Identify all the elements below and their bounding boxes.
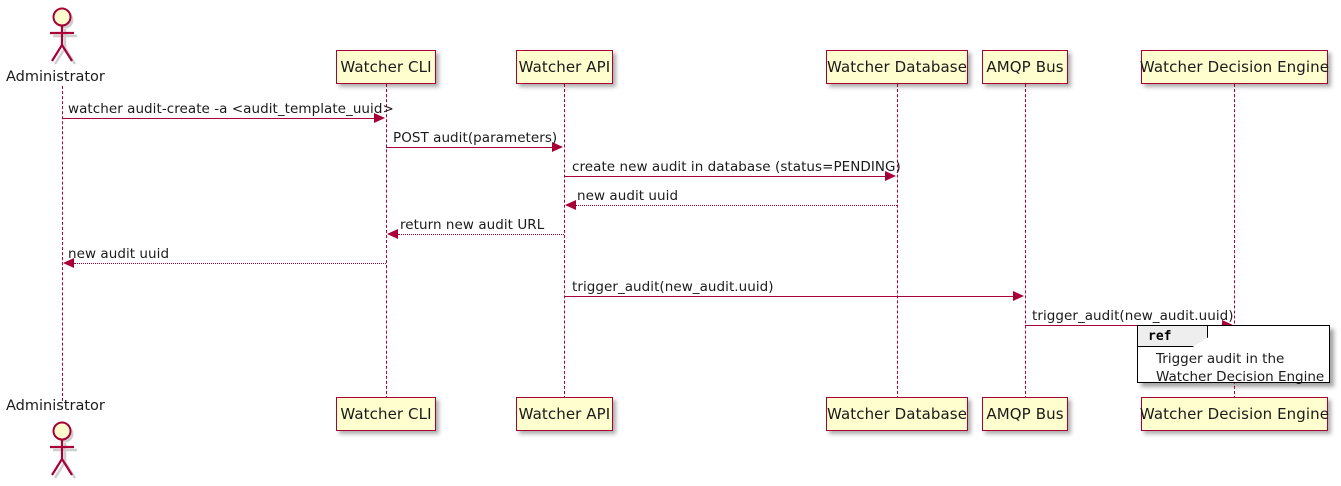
message-arrowhead-6 xyxy=(63,258,74,268)
participant-watcher-database-top[interactable]: Watcher Database xyxy=(826,50,968,84)
message-label-6: new audit uuid xyxy=(68,246,170,262)
message-arrowhead-1 xyxy=(374,113,385,123)
ref-fragment-text-line-1: Trigger audit in the xyxy=(1156,351,1285,367)
lifeline-amqp-bus xyxy=(1025,84,1026,399)
message-label-1: watcher audit-create -a <audit_template_… xyxy=(68,101,394,117)
message-label-4: new audit uuid xyxy=(577,188,679,204)
participant-watcher-api-bottom[interactable]: Watcher API xyxy=(516,397,613,431)
participant-amqp-bus-top[interactable]: AMQP Bus xyxy=(982,50,1068,84)
actor-label-administrator-bottom: Administrator xyxy=(6,398,105,414)
participant-watcher-decision-engine-bottom[interactable]: Watcher Decision Engine xyxy=(1140,397,1329,431)
actor-stick-figure-icon xyxy=(50,421,77,479)
message-label-7: trigger_audit(new_audit.uuid) xyxy=(572,279,774,295)
message-label-8: trigger_audit(new_audit.uuid) xyxy=(1032,308,1234,324)
message-arrow-2 xyxy=(386,147,553,148)
ref-fragment-text: Trigger audit in the Watcher Decision En… xyxy=(1156,350,1324,386)
actor-label-administrator-top: Administrator xyxy=(6,69,105,85)
message-arrowhead-2 xyxy=(552,142,563,152)
message-label-2: POST audit(parameters) xyxy=(393,130,558,146)
message-arrowhead-7 xyxy=(1013,291,1024,301)
message-arrow-4 xyxy=(576,205,897,206)
ref-fragment-tab-label: ref xyxy=(1138,326,1208,347)
message-arrow-6 xyxy=(74,263,386,264)
lifeline-administrator xyxy=(62,86,63,401)
ref-fragment-text-line-2: Watcher Decision Engine xyxy=(1156,369,1325,385)
lifeline-watcher-cli xyxy=(386,84,387,399)
participant-amqp-bus-bottom[interactable]: AMQP Bus xyxy=(982,397,1068,431)
message-arrow-8 xyxy=(1025,325,1223,326)
message-arrowhead-3 xyxy=(885,171,896,181)
message-arrow-1 xyxy=(62,118,375,119)
message-arrow-3 xyxy=(564,176,886,177)
message-arrow-7 xyxy=(564,296,1014,297)
lifeline-watcher-database xyxy=(897,84,898,399)
message-arrow-5 xyxy=(398,234,564,235)
message-label-3: create new audit in database (status=PEN… xyxy=(572,159,901,175)
actor-administrator-bottom xyxy=(36,418,88,480)
participant-watcher-decision-engine-top[interactable]: Watcher Decision Engine xyxy=(1140,50,1329,84)
lifeline-watcher-decision-engine xyxy=(1234,84,1235,399)
ref-fragment: ref Trigger audit in the Watcher Decisio… xyxy=(1137,325,1330,386)
participant-watcher-cli-bottom[interactable]: Watcher CLI xyxy=(336,397,436,431)
participant-watcher-database-bottom[interactable]: Watcher Database xyxy=(826,397,968,431)
message-arrowhead-5 xyxy=(387,229,398,239)
participant-watcher-api-top[interactable]: Watcher API xyxy=(516,50,613,84)
lifeline-watcher-api xyxy=(564,84,565,399)
actor-administrator-top xyxy=(36,4,88,66)
message-arrowhead-4 xyxy=(565,200,576,210)
participant-watcher-cli-top[interactable]: Watcher CLI xyxy=(336,50,436,84)
message-label-5: return new audit URL xyxy=(400,217,545,233)
actor-stick-figure-icon xyxy=(50,7,77,65)
